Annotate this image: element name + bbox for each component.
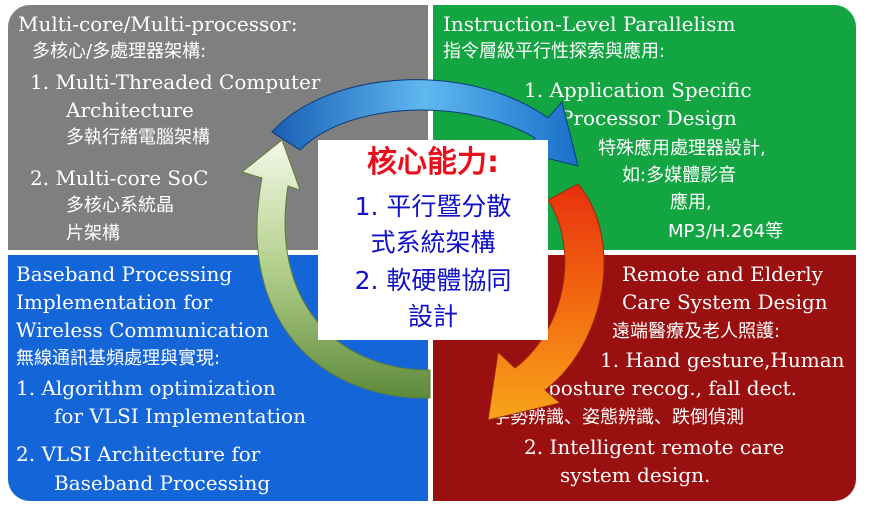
remote-care-item2-line1: 2. Intelligent remote care: [524, 435, 785, 459]
multicore-item1-zh: 多執行緒電腦架構: [66, 127, 210, 148]
multicore-item2-zh1: 多核心系統晶: [66, 195, 174, 216]
baseband-item2-line1: 2. VLSI Architecture for: [16, 442, 261, 466]
blue-arrow: [271, 79, 579, 167]
multicore-item1-line1: 1. Multi-Threaded Computer: [30, 70, 321, 94]
core-capability-line4: 設計: [407, 302, 458, 331]
ilp-title: Instruction-Level Parallelism: [443, 12, 736, 36]
baseband-title-line3: Wireless Communication: [16, 318, 270, 342]
multicore-item2-zh2: 片架構: [66, 223, 120, 244]
remote-care-subtitle: 遠端醫療及老人照護:: [612, 321, 781, 342]
remote-care-item1-line2: posture recog., fall dect.: [548, 376, 798, 400]
baseband-title-line2: Implementation for: [16, 290, 213, 314]
remote-care-title-line1: Remote and Elderly: [622, 262, 823, 286]
multicore-item2-line1: 2. Multi-core SoC: [30, 166, 209, 190]
baseband-subtitle: 無線通訊基頻處理與實現:: [16, 348, 221, 369]
baseband-title-line1: Baseband Processing: [16, 262, 233, 286]
ilp-subtitle: 指令層級平行性探索與應用:: [443, 41, 666, 62]
orange-arrow: [487, 183, 605, 421]
remote-care-item1-zh: 手勢辨識、姿態辨識、跌倒偵測: [492, 407, 744, 428]
core-capability-line3: 2. 軟硬體協同: [354, 266, 512, 295]
multicore-title: Multi-core/Multi-processor:: [18, 12, 298, 36]
ilp-item1-line1: 1. Application Specific: [524, 78, 752, 102]
core-capability-line1: 1. 平行暨分散: [354, 192, 512, 221]
core-capabilities-box: 核心能力: 1. 平行暨分散 式系統架構 2. 軟硬體協同 設計: [318, 140, 548, 340]
core-capability-line2: 式系統架構: [370, 228, 496, 257]
ilp-item1-zh1: 特殊應用處理器設計,: [598, 138, 766, 159]
baseband-item2-line2: Baseband Processing: [54, 471, 271, 495]
remote-care-item2-line2: system design.: [560, 463, 711, 487]
green-arrow: [240, 139, 431, 399]
baseband-item1-line1: 1. Algorithm optimization: [16, 376, 276, 400]
ilp-item1-zh4: MP3/H.264等: [668, 221, 784, 242]
baseband-item1-line2: for VLSI Implementation: [54, 404, 306, 428]
ilp-item1-zh2: 如:多媒體影音: [622, 165, 737, 186]
remote-care-item1-line1: 1. Hand gesture,Human: [600, 348, 845, 372]
multicore-subtitle: 多核心/多處理器架構:: [32, 41, 207, 62]
core-capabilities-title: 核心能力:: [367, 145, 499, 180]
ilp-item1-zh3: 應用,: [670, 192, 712, 213]
ilp-item1-line2: Processor Design: [560, 106, 737, 130]
multicore-item1-line2: Architecture: [66, 98, 194, 122]
remote-care-title-line2: Care System Design: [622, 290, 828, 314]
